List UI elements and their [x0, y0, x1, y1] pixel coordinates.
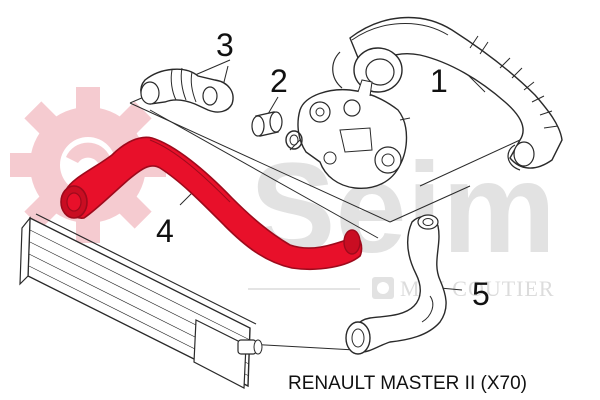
intercooler — [19, 213, 263, 389]
callout-1: 1 — [430, 63, 448, 99]
throttle-body-assembly — [289, 79, 411, 189]
part-4-highlighted-hose — [60, 136, 363, 271]
callout-5: 5 — [472, 276, 490, 312]
part-3-elbow-hose — [140, 67, 234, 113]
part-2-sleeve — [251, 111, 303, 150]
part-5-s-hose — [345, 214, 447, 355]
callout-4: 4 — [156, 213, 174, 249]
vehicle-caption: RENAULT MASTER II (X70) — [288, 373, 527, 394]
callout-3: 3 — [216, 27, 234, 63]
callout-2: 2 — [270, 63, 288, 99]
watermark-emblem-icon — [372, 277, 394, 299]
